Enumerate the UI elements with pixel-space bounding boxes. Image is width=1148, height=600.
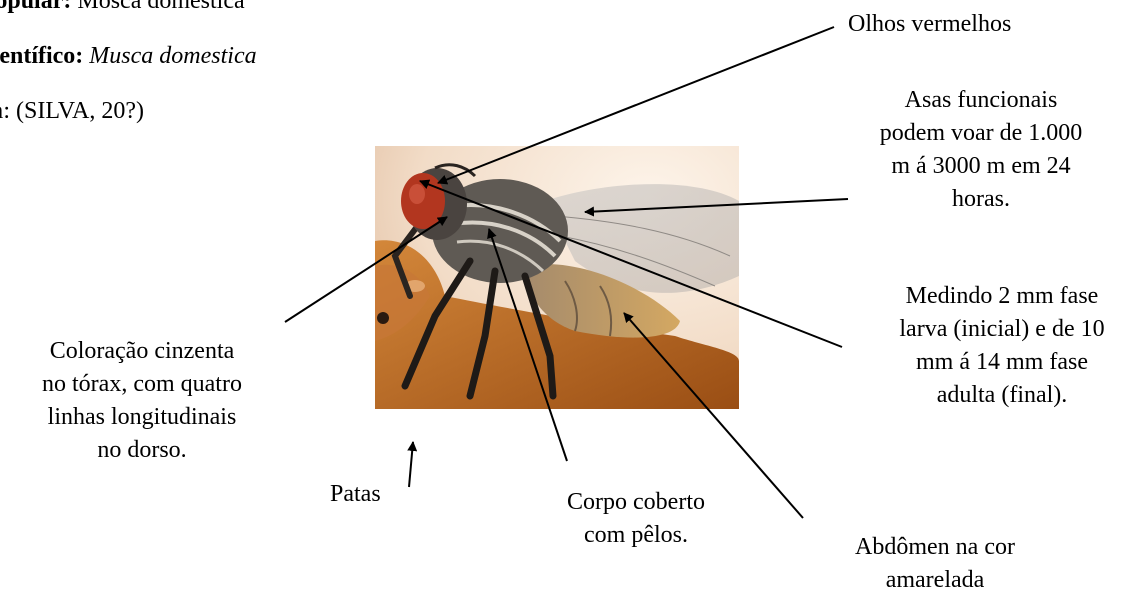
label-legs: Patas bbox=[330, 478, 381, 511]
wings-arrow bbox=[585, 199, 848, 212]
eyes-arrow bbox=[438, 27, 834, 183]
legs-arrow bbox=[409, 442, 413, 487]
body-arrow bbox=[489, 229, 567, 461]
label-abdomen: Abdômen na cor amarelada bbox=[836, 531, 1034, 597]
label-thorax: Coloração cinzenta no tórax, com quatro … bbox=[0, 335, 284, 467]
label-eyes: Olhos vermelhos bbox=[848, 8, 1011, 41]
label-wings: Asas funcionais podem voar de 1.000 m á … bbox=[850, 84, 1112, 216]
label-body: Corpo coberto com pêlos. bbox=[540, 486, 732, 552]
thorax-arrow bbox=[285, 217, 447, 322]
label-size: Medindo 2 mm fase larva (inicial) e de 1… bbox=[856, 280, 1148, 412]
